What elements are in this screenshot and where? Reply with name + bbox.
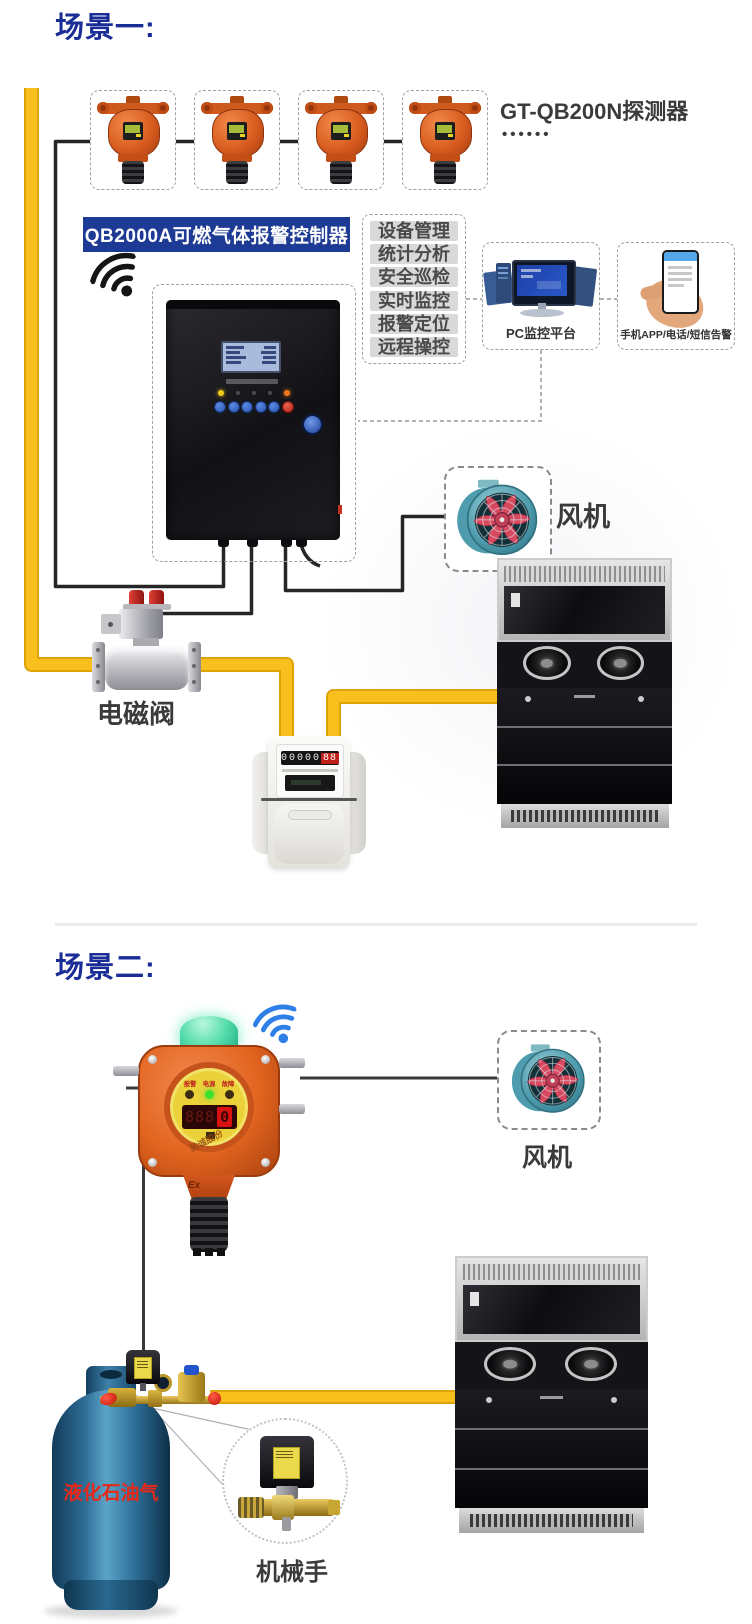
- valve-actuator: [126, 1350, 160, 1391]
- fan-icon: [457, 479, 538, 555]
- panel-buttons: [214, 401, 294, 413]
- feature-item: 报警定位: [370, 313, 458, 334]
- feature-item: 实时监控: [370, 290, 458, 311]
- controller-dashed-box: [152, 284, 356, 562]
- scene2-title: 场景二:: [55, 952, 156, 984]
- detector-box-3: [298, 90, 384, 190]
- brand-watermark: 驰诚股份: [187, 1128, 225, 1154]
- phone-alert-label: 手机APP/电话/短信告警: [620, 329, 732, 341]
- panel-lcd-screen: [221, 341, 281, 373]
- phone-alert-box: 手机APP/电话/短信告警: [617, 242, 735, 350]
- meter-lcd: [285, 775, 335, 791]
- fan-box-scene2: [497, 1030, 601, 1130]
- manipulator-label: 机械手: [256, 1559, 328, 1586]
- smartphone-graphic: [662, 250, 699, 314]
- fan-label-scene2: 风机: [522, 1144, 573, 1172]
- feature-item: 远程操控: [370, 336, 458, 357]
- fan-label-scene1: 风机: [556, 502, 610, 532]
- panel-indicator-lights: [218, 390, 290, 396]
- detector-display-face: 报警 电源 故障 888 0 驰诚股份: [164, 1062, 254, 1154]
- detector-box-2: [194, 90, 280, 190]
- detectors-label: GT-QB200N探测器: [500, 99, 689, 124]
- lpg-cylinder-label: 液化石油气: [63, 1483, 159, 1504]
- panel-key-lock: [302, 414, 323, 435]
- feature-list: 设备管理 统计分析 安全巡检 实时监控 报警定位 远程操控: [362, 214, 466, 364]
- detector-box-1: [90, 90, 176, 190]
- section-divider: [55, 923, 697, 926]
- detectors-ellipsis: ••••••: [502, 126, 552, 143]
- status-dome-light: [180, 1016, 238, 1048]
- wifi-icon: [90, 252, 136, 297]
- stove-graphic-scene1: [497, 558, 672, 828]
- pc-platform-label: PC监控平台: [505, 326, 577, 341]
- leader-lines: [151, 1407, 253, 1499]
- lpg-cylinder: 液化石油气: [44, 1366, 178, 1624]
- gas-detector-graphic: [409, 96, 481, 184]
- signal-wires: [53, 139, 446, 616]
- regulator: [178, 1372, 205, 1402]
- detector-box-4: [402, 90, 488, 190]
- controller-banner: QB2000A可燃气体报警控制器: [83, 217, 350, 252]
- feature-item: 设备管理: [370, 221, 458, 241]
- alarm-controller-panel: [166, 300, 342, 547]
- pc-monitor-graphic: [512, 260, 576, 306]
- scene1-title: 场景一:: [55, 12, 156, 44]
- stove-graphic-scene2: [455, 1256, 648, 1533]
- ex-mark: Ex: [188, 1180, 201, 1191]
- led-display: 888 0: [182, 1105, 237, 1129]
- wifi-icon-blue: [252, 1004, 297, 1044]
- indicator-labels: 报警 电源 故障: [183, 1081, 235, 1088]
- solenoid-valve-graphic: [92, 590, 202, 696]
- pc-platform-box: PC监控平台: [482, 242, 600, 350]
- indicator-leds: [170, 1090, 248, 1099]
- feature-item: 安全巡检: [370, 267, 458, 288]
- fan-box-scene1: [444, 466, 552, 572]
- dashed-connectors: [358, 298, 617, 422]
- solenoid-valve-label: 电磁阀: [97, 699, 176, 729]
- feature-item: 统计分析: [370, 244, 458, 265]
- gas-detector-graphic: [201, 96, 273, 184]
- gas-detector-graphic: [97, 96, 169, 184]
- manipulator-actuator: [260, 1436, 314, 1488]
- gas-detector-graphic: [305, 96, 377, 184]
- sensor-head: [190, 1197, 228, 1256]
- red-valve-knob: [208, 1392, 221, 1405]
- explosion-proof-detector: 报警 电源 故障 888 0 驰诚股份 Ex: [113, 1016, 305, 1256]
- manipulator-inset: [222, 1418, 348, 1544]
- fan-icon: [511, 1044, 585, 1113]
